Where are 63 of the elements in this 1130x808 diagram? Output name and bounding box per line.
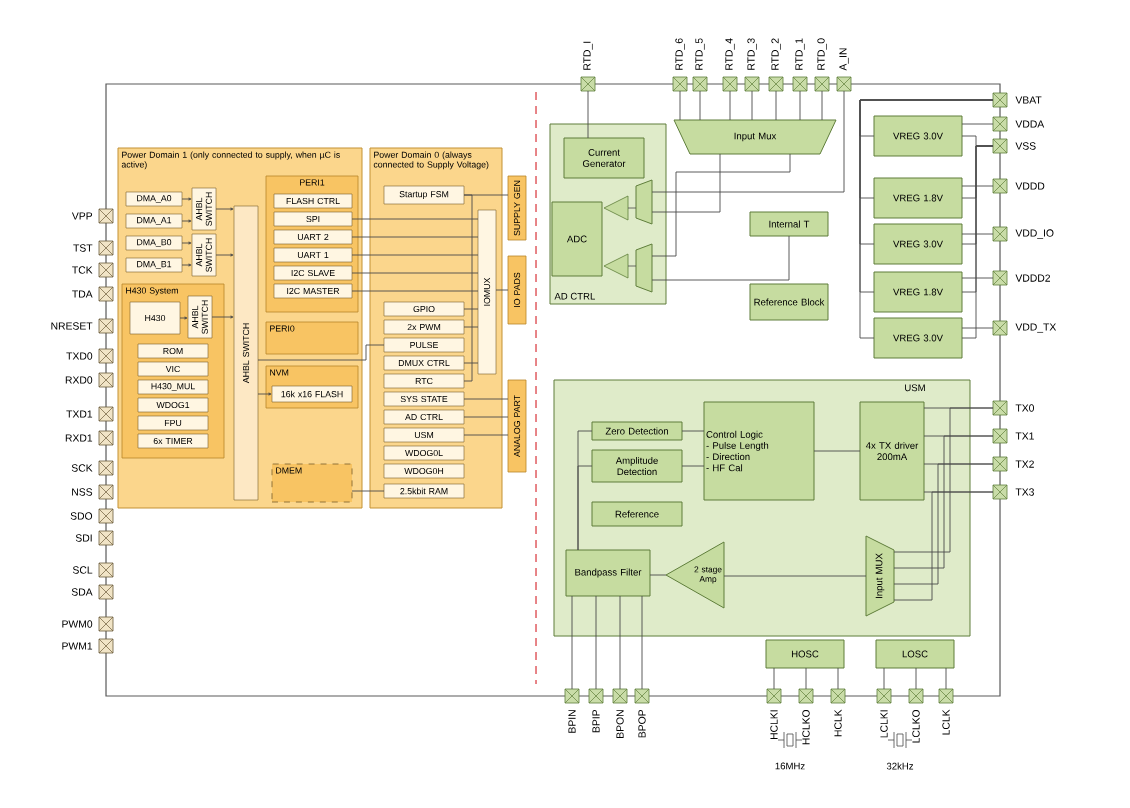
connector bbox=[681, 465, 705, 467]
connector bbox=[577, 465, 593, 551]
connector bbox=[751, 90, 753, 121]
connector bbox=[595, 595, 597, 690]
connector bbox=[463, 416, 509, 418]
connector bbox=[651, 90, 845, 193]
connector bbox=[351, 272, 479, 274]
connector bbox=[893, 435, 994, 569]
connector bbox=[351, 236, 479, 238]
connector bbox=[463, 398, 509, 400]
connector bbox=[587, 90, 589, 139]
connector bbox=[257, 392, 272, 396]
connector bbox=[961, 123, 994, 125]
connector bbox=[821, 90, 823, 121]
connector bbox=[723, 575, 867, 577]
connector bbox=[945, 667, 947, 690]
connector bbox=[651, 235, 790, 281]
connector bbox=[805, 667, 807, 690]
connector bbox=[463, 434, 509, 436]
connector bbox=[961, 145, 994, 339]
connector bbox=[961, 233, 994, 235]
connector bbox=[257, 344, 385, 361]
connector bbox=[463, 308, 479, 310]
connector bbox=[641, 595, 643, 690]
connector bbox=[799, 90, 801, 121]
connector bbox=[813, 450, 861, 452]
connector bbox=[351, 490, 385, 492]
connector bbox=[649, 574, 667, 576]
connector bbox=[893, 407, 994, 553]
connector bbox=[729, 90, 731, 121]
connector bbox=[619, 595, 621, 690]
connector bbox=[915, 667, 917, 690]
connector bbox=[351, 254, 479, 256]
connector bbox=[681, 430, 705, 432]
connector bbox=[181, 197, 192, 201]
connector bbox=[211, 315, 234, 319]
connector bbox=[463, 326, 479, 328]
connector bbox=[699, 90, 701, 121]
connector bbox=[837, 667, 839, 690]
connector bbox=[961, 277, 994, 279]
connector bbox=[463, 362, 479, 364]
connector bbox=[893, 463, 994, 585]
connector bbox=[351, 218, 479, 220]
connector bbox=[495, 289, 509, 291]
connector bbox=[215, 207, 234, 211]
connector bbox=[181, 263, 192, 267]
connector bbox=[215, 253, 234, 257]
connector bbox=[961, 327, 994, 329]
connector bbox=[961, 185, 994, 187]
connector bbox=[351, 290, 479, 292]
connector bbox=[181, 241, 192, 245]
connector bbox=[181, 219, 192, 223]
connector bbox=[883, 667, 885, 690]
connector bbox=[571, 595, 573, 690]
connector bbox=[859, 99, 994, 339]
connector bbox=[179, 316, 188, 320]
connector bbox=[893, 491, 994, 601]
connector bbox=[679, 90, 681, 121]
connector bbox=[651, 153, 721, 213]
connector bbox=[775, 90, 777, 121]
connector bbox=[463, 194, 473, 382]
connector bbox=[773, 667, 775, 690]
connector bbox=[651, 153, 791, 257]
